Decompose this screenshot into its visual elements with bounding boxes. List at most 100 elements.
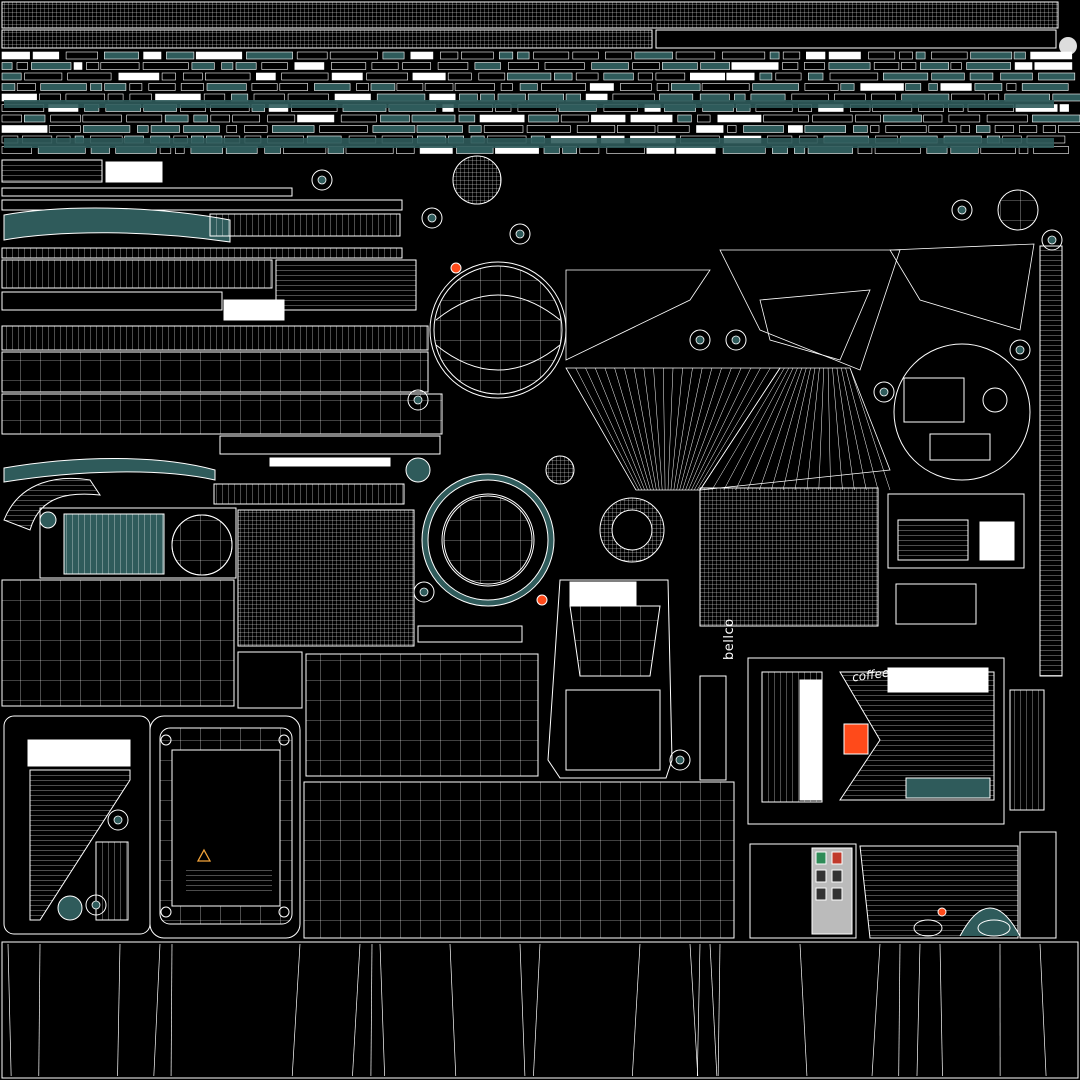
- stripe-line: [939, 943, 943, 1077]
- part-strip: [1013, 51, 1026, 60]
- part-strip: [261, 62, 288, 70]
- part-strip: [883, 114, 922, 123]
- part-strip: [696, 125, 724, 133]
- part-strip: [104, 83, 127, 91]
- fan-line: [676, 367, 703, 491]
- part-strip: [700, 62, 730, 70]
- bottom-stripe-band: [1, 941, 1079, 1079]
- part-strip: [281, 72, 329, 81]
- part-strip: [1018, 125, 1038, 133]
- part-strip: [24, 72, 63, 81]
- part-strip: [829, 72, 879, 81]
- part-strip: [670, 83, 701, 91]
- part-strip: [1, 62, 13, 70]
- stripe-line: [352, 943, 361, 1077]
- part-strip: [603, 72, 634, 81]
- fan-line: [643, 367, 660, 491]
- part-strip: [661, 62, 698, 70]
- part-strip: [1042, 125, 1056, 133]
- part-strip: [656, 83, 670, 91]
- part-strip: [803, 62, 825, 70]
- part-strip: [743, 125, 784, 133]
- gear-icon: [725, 329, 747, 351]
- part-strip: [235, 62, 257, 70]
- part-strip: [497, 93, 526, 102]
- part-strip: [701, 83, 750, 91]
- part-strip: [143, 51, 162, 60]
- fan-line: [836, 367, 855, 491]
- part-strip: [334, 93, 371, 102]
- part-strip: [804, 125, 847, 133]
- part-strip: [164, 114, 189, 123]
- part-strip: [591, 114, 626, 123]
- stripe-line: [1039, 943, 1047, 1077]
- fan-line: [711, 367, 785, 491]
- fan-line: [604, 367, 648, 491]
- part-strip: [807, 72, 824, 81]
- part-strip: [986, 114, 1028, 123]
- part-strip: [39, 93, 61, 102]
- part-strip: [637, 72, 653, 81]
- fan-line: [673, 367, 693, 491]
- part-strip: [1, 125, 48, 133]
- fan-line: [849, 367, 891, 491]
- part-strip: [1, 114, 23, 123]
- part-strip: [1030, 51, 1073, 60]
- part-strip: [951, 93, 986, 102]
- part-strip: [251, 83, 278, 91]
- warning-triangle-icon: [196, 848, 212, 862]
- part-strip: [527, 93, 565, 102]
- part-strip: [541, 83, 587, 91]
- part-strip: [296, 51, 328, 60]
- part-strip: [948, 114, 981, 123]
- stripe-line: [871, 943, 881, 1077]
- part-strip: [1, 83, 16, 91]
- part-strip: [267, 114, 296, 123]
- part-strip: [734, 93, 746, 102]
- center-mesh-panels: [237, 487, 879, 939]
- part-strip: [193, 114, 208, 123]
- part-strip: [526, 125, 571, 133]
- gear-details: [85, 169, 1063, 916]
- part-strip: [40, 83, 87, 91]
- part-strip: [804, 83, 839, 91]
- part-strip: [294, 62, 325, 70]
- part-strip: [975, 125, 991, 133]
- bellco-logo-text: bellco: [722, 618, 737, 660]
- perspective-meshes: [565, 243, 1035, 491]
- part-strip: [689, 72, 725, 81]
- part-strip: [279, 83, 308, 91]
- part-strip: [380, 114, 410, 123]
- part-strip: [16, 83, 36, 91]
- part-strip: [675, 51, 716, 60]
- teal-parts-band: [1, 51, 1080, 154]
- fan-line: [735, 367, 794, 491]
- part-strip: [478, 72, 506, 81]
- part-strip: [634, 51, 673, 60]
- part-strip: [585, 93, 608, 102]
- part-strip: [591, 62, 629, 70]
- right-machine-panels: [747, 245, 1063, 825]
- part-strip: [183, 72, 203, 81]
- part-strip: [868, 51, 896, 60]
- part-strip: [870, 125, 880, 133]
- part-strip: [205, 72, 251, 81]
- fan-line: [696, 367, 771, 491]
- part-strip: [928, 125, 957, 133]
- fan-line: [794, 367, 816, 491]
- part-strip: [195, 51, 243, 60]
- part-strip: [812, 114, 853, 123]
- fan-line: [832, 367, 843, 491]
- part-strip: [330, 62, 367, 70]
- part-strip: [210, 114, 231, 123]
- part-strip: [612, 93, 655, 102]
- part-strip: [620, 83, 652, 91]
- arrow-button-panel-icon: [815, 869, 843, 901]
- part-strip: [255, 72, 276, 81]
- part-strip: [155, 93, 201, 102]
- part-strip: [554, 72, 573, 81]
- part-strip: [931, 72, 965, 81]
- part-strip: [244, 125, 268, 133]
- gear-icon: [85, 894, 107, 916]
